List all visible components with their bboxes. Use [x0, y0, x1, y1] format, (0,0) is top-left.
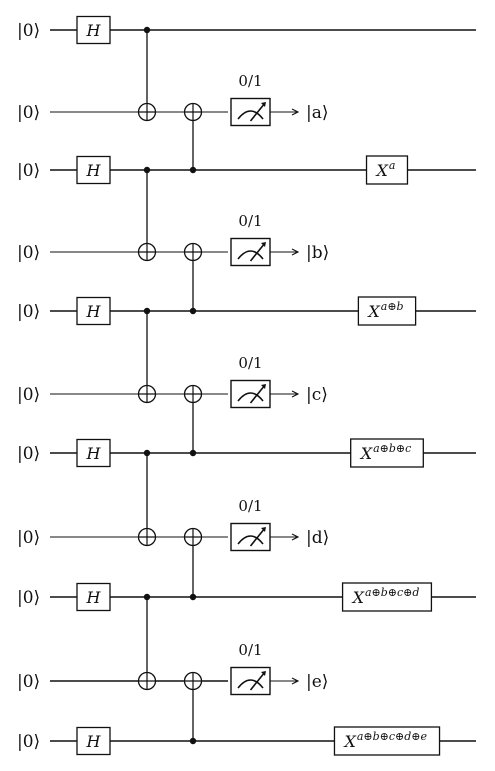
hadamard-box — [76, 296, 111, 326]
measurement-label: 0/1 — [238, 72, 262, 90]
correction-gate: Xa⊕b⊕c⊕d — [341, 582, 433, 612]
measurement-gate — [230, 379, 271, 409]
hadamard-gate: H — [76, 296, 111, 326]
qubit-ket-label: |0⟩ — [17, 588, 40, 608]
measurement-outcome: |c⟩ — [306, 385, 328, 405]
correction-base: X — [351, 588, 365, 607]
correction-gate: Xa⊕b⊕c — [350, 438, 424, 468]
hadamard-box — [76, 15, 111, 45]
correction-exponent: a — [389, 159, 396, 172]
correction-box — [365, 155, 409, 185]
correction-label: Xa — [375, 159, 396, 180]
control-dot — [189, 307, 197, 315]
control-dot — [189, 166, 197, 174]
meter-needle-tip-icon — [261, 384, 266, 389]
control-dot — [143, 26, 151, 34]
qubit-ket-label: |0⟩ — [17, 672, 40, 692]
correction-box — [350, 438, 424, 468]
control-dot — [189, 737, 197, 745]
hadamard-gate: H — [76, 15, 111, 45]
measurement-outcome: |b⟩ — [306, 243, 329, 263]
control-dot — [143, 593, 151, 601]
hadamard-label: H — [86, 302, 102, 321]
meter-needle-tip-icon — [261, 671, 266, 676]
meter-arc-icon — [237, 535, 264, 545]
measurement-label: 0/1 — [238, 641, 262, 659]
meter-needle-icon — [249, 102, 266, 122]
measurement-gate — [230, 97, 271, 127]
qubit-ket-label: |0⟩ — [17, 21, 40, 41]
meter-needle-icon — [249, 527, 266, 547]
meter-needle-icon — [249, 384, 266, 404]
qubit-ket-label: |0⟩ — [17, 302, 40, 322]
measurement-gate — [230, 522, 271, 552]
hadamard-label: H — [86, 161, 102, 180]
qubit-ket-label: |0⟩ — [17, 385, 40, 405]
correction-base: X — [375, 161, 389, 180]
meter-arc-icon — [237, 250, 264, 260]
hadamard-gate: H — [76, 582, 111, 612]
correction-base: X — [366, 302, 380, 321]
correction-base: X — [359, 444, 373, 463]
hadamard-gate: H — [76, 726, 111, 756]
correction-label: Xa⊕b⊕c — [359, 442, 412, 463]
correction-label: Xa⊕b⊕c⊕d⊕e — [342, 730, 427, 751]
hadamard-box — [76, 582, 111, 612]
meter-arc-icon — [237, 110, 264, 120]
qubit-ket-label: |0⟩ — [17, 528, 40, 548]
qubit-ket-label: |0⟩ — [17, 444, 40, 464]
qubit-ket-label: |0⟩ — [17, 103, 40, 123]
measurement-outcome: |d⟩ — [306, 528, 329, 548]
meter-needle-tip-icon — [261, 527, 266, 532]
correction-gate: Xa⊕b⊕c⊕d⊕e — [333, 726, 441, 756]
control-dot — [143, 307, 151, 315]
correction-gate: Xa⊕b — [357, 296, 417, 326]
correction-exponent: a⊕b — [381, 300, 404, 313]
correction-exponent: a⊕b⊕c — [373, 442, 411, 455]
correction-label: Xa⊕b⊕c⊕d — [351, 586, 420, 607]
meter-needle-icon — [249, 671, 266, 691]
vertical-connection-layer — [146, 30, 194, 741]
correction-base: X — [342, 732, 356, 751]
meter-needle-icon — [249, 242, 266, 262]
hadamard-label: H — [86, 588, 102, 607]
qubit-ket-label: |0⟩ — [17, 732, 40, 752]
meter-needle-tip-icon — [261, 102, 266, 107]
correction-box — [357, 296, 417, 326]
control-dot — [189, 593, 197, 601]
hadamard-label: H — [86, 732, 102, 751]
correction-label: Xa⊕b — [366, 300, 403, 321]
measurement-gate — [230, 237, 271, 267]
correction-box — [333, 726, 441, 756]
meter-arc-icon — [237, 679, 264, 689]
hadamard-label: H — [86, 444, 102, 463]
meter-needle-tip-icon — [261, 242, 266, 247]
measurement-label: 0/1 — [238, 354, 262, 372]
hadamard-box — [76, 155, 111, 185]
control-dot — [143, 166, 151, 174]
measurement-label: 0/1 — [238, 497, 262, 515]
correction-box — [341, 582, 433, 612]
measurement-label: 0/1 — [238, 212, 262, 230]
qubit-ket-label: |0⟩ — [17, 243, 40, 263]
measurement-outcome: |a⟩ — [306, 103, 329, 123]
meter-arc-icon — [237, 392, 264, 402]
correction-exponent: a⊕b⊕c⊕d⊕e — [357, 730, 428, 743]
hadamard-box — [76, 438, 111, 468]
correction-exponent: a⊕b⊕c⊕d — [365, 586, 419, 599]
control-dot — [189, 449, 197, 457]
hadamard-box — [76, 726, 111, 756]
correction-gate: Xa — [365, 155, 409, 185]
hadamard-label: H — [86, 21, 102, 40]
control-dot — [143, 449, 151, 457]
qubit-ket-label: |0⟩ — [17, 161, 40, 181]
hadamard-gate: H — [76, 438, 111, 468]
hadamard-gate: H — [76, 155, 111, 185]
measurement-outcome: |e⟩ — [306, 672, 328, 692]
measurement-gate — [230, 666, 271, 696]
